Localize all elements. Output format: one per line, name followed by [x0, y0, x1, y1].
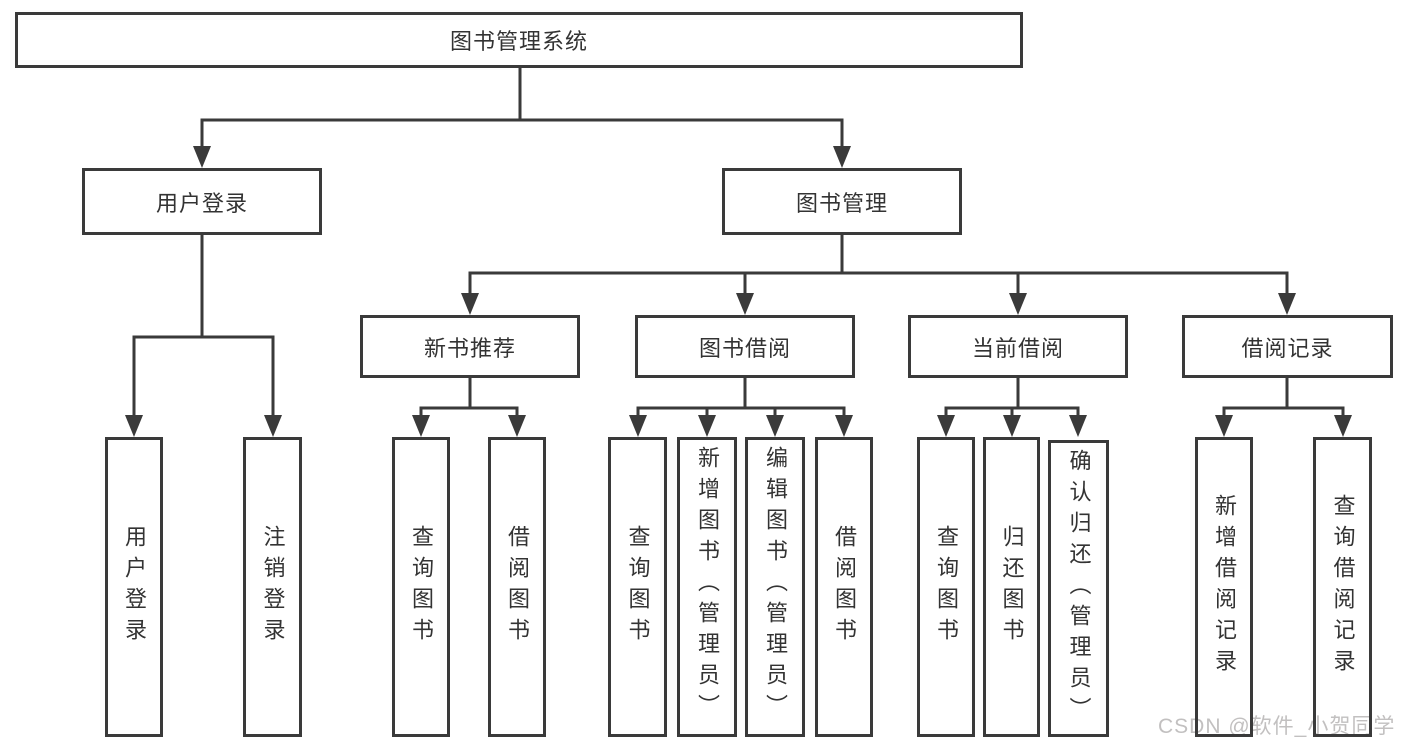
arrow-down-icon — [1278, 293, 1296, 315]
arrow-down-icon — [412, 415, 430, 437]
node-logout-leaf-label: 注销登录 — [260, 525, 286, 649]
edge-newbookrec-to-leaves — [419, 376, 519, 423]
arrow-down-icon — [1215, 415, 1233, 437]
node-current-borrow: 当前借阅 — [908, 315, 1128, 378]
node-query-book-2-label: 查询图书 — [625, 525, 651, 649]
edge-currentborrow-to-leaves — [944, 376, 1080, 423]
node-borrow-book-1: 借阅图书 — [488, 437, 546, 737]
node-query-book-1-label: 查询图书 — [409, 525, 434, 649]
node-edit-book: 编辑图书（管理员） — [745, 437, 805, 737]
node-logout-leaf: 注销登录 — [243, 437, 302, 737]
arrow-down-icon — [736, 293, 754, 315]
node-borrow-record-label: 借阅记录 — [1241, 335, 1334, 361]
arrow-down-icon — [629, 415, 647, 437]
node-root-label: 图书管理系统 — [449, 29, 588, 54]
arrow-down-icon — [698, 415, 716, 437]
node-confirm-return: 确认归还（管理员） — [1048, 440, 1109, 737]
edge-userlogin-to-leaves — [132, 233, 275, 421]
arrow-down-icon — [766, 415, 784, 437]
node-borrow-book-1-label: 借阅图书 — [505, 525, 530, 649]
connector-edges — [132, 66, 1345, 423]
edge-root-to-level2 — [200, 66, 844, 152]
node-add-book-label: 新增图书（管理员） — [695, 446, 720, 725]
node-new-book-rec-label: 新书推荐 — [423, 335, 516, 361]
node-current-borrow-label: 当前借阅 — [971, 335, 1064, 361]
node-add-borrow-record-label: 新增借阅记录 — [1212, 494, 1237, 680]
arrow-down-icon — [1009, 293, 1027, 315]
node-add-book: 新增图书（管理员） — [677, 437, 737, 737]
node-user-login-leaf: 用户登录 — [105, 437, 163, 737]
node-confirm-return-label: 确认归还（管理员） — [1066, 449, 1092, 728]
arrow-down-icon — [835, 415, 853, 437]
node-borrow-record: 借阅记录 — [1182, 315, 1393, 378]
arrow-down-icon — [125, 415, 143, 437]
node-query-borrow-record: 查询借阅记录 — [1313, 437, 1372, 737]
arrow-down-icon — [508, 415, 526, 437]
node-return-book: 归还图书 — [983, 437, 1040, 737]
node-return-book-label: 归还图书 — [999, 525, 1025, 649]
node-new-book-rec: 新书推荐 — [360, 315, 580, 378]
edge-bookmgmt-to-level3 — [468, 233, 1289, 299]
node-query-book-3: 查询图书 — [917, 437, 975, 737]
arrowheads — [125, 146, 1352, 437]
node-add-borrow-record: 新增借阅记录 — [1195, 437, 1253, 737]
arrow-down-icon — [1069, 415, 1087, 437]
watermark-text: CSDN @软件_小贺同学 — [1158, 715, 1396, 738]
node-user-login-label: 用户登录 — [155, 190, 248, 216]
node-user-login-leaf-label: 用户登录 — [122, 525, 147, 649]
node-query-book-3-label: 查询图书 — [934, 525, 959, 649]
node-borrow-book-2-label: 借阅图书 — [832, 525, 857, 649]
arrow-down-icon — [264, 415, 282, 437]
node-book-borrow: 图书借阅 — [635, 315, 855, 378]
arrow-down-icon — [833, 146, 851, 168]
edge-bookborrow-to-leaves — [636, 376, 846, 423]
node-user-login: 用户登录 — [82, 168, 322, 235]
node-query-borrow-record-label: 查询借阅记录 — [1330, 494, 1356, 680]
arrow-down-icon — [193, 146, 211, 168]
arrow-down-icon — [937, 415, 955, 437]
node-query-book-2: 查询图书 — [608, 437, 667, 737]
node-query-book-1: 查询图书 — [392, 437, 450, 737]
arrow-down-icon — [461, 293, 479, 315]
node-root: 图书管理系统 — [15, 12, 1023, 68]
arrow-down-icon — [1334, 415, 1352, 437]
edge-borrowrecord-to-leaves — [1222, 376, 1345, 423]
arrow-down-icon — [1003, 415, 1021, 437]
node-book-mgmt: 图书管理 — [722, 168, 962, 235]
node-edit-book-label: 编辑图书（管理员） — [763, 446, 788, 725]
node-borrow-book-2: 借阅图书 — [815, 437, 873, 737]
node-book-borrow-label: 图书借阅 — [698, 335, 791, 361]
node-book-mgmt-label: 图书管理 — [795, 190, 888, 216]
